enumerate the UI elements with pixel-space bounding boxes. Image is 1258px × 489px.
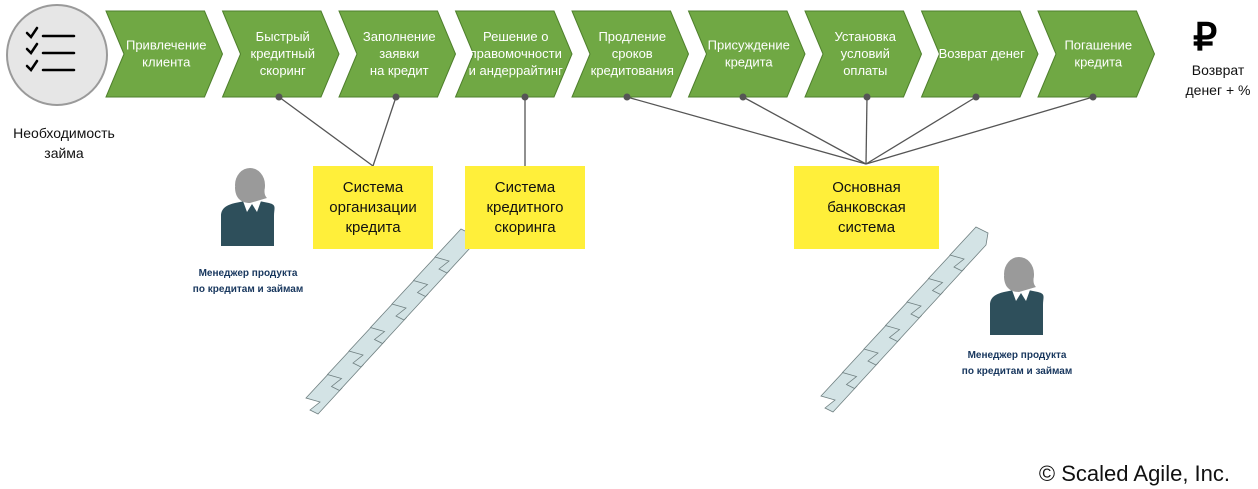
step-label: Погашение	[1064, 38, 1132, 53]
connector-line	[372, 96, 397, 167]
system-box-line: Основная	[832, 178, 901, 196]
value-stream-steps: Привлечение клиента Быстрый кредитный скорин…	[105, 10, 1156, 98]
system-box-line: Система	[342, 178, 404, 196]
connector-line	[865, 96, 1094, 165]
manager-label-line: по кредитам и займам	[192, 284, 304, 295]
connector-dot	[972, 93, 980, 101]
step-label: на кредит	[370, 63, 429, 78]
system-box-line: банковская	[827, 198, 906, 216]
connector-dot	[739, 93, 747, 101]
step-label: правомочности	[470, 46, 562, 61]
value-stream-step: Быстрый кредитный скоринг	[221, 10, 340, 98]
person-icon	[221, 168, 275, 246]
system-box-line: кредита	[345, 218, 401, 236]
step-label: кредитный	[251, 46, 315, 61]
step-label: кредита	[1074, 55, 1123, 70]
copyright-notice: © Scaled Agile, Inc.	[1038, 461, 1230, 486]
money-return-line: Возврат	[1191, 62, 1245, 78]
connector-dot	[521, 93, 529, 101]
connector-dot	[863, 93, 871, 101]
connector-line	[865, 96, 977, 165]
value-stream-step: Присуждение кредита	[687, 10, 806, 98]
need-loan-line: займа	[44, 145, 84, 161]
backlog-item	[434, 228, 474, 274]
value-stream-step: Погашение кредита	[1037, 10, 1156, 98]
system-box-core-banking: Основная банковская система	[794, 166, 939, 249]
checklist-icon	[6, 4, 108, 106]
value-stream-step: Возврат денег	[920, 10, 1039, 98]
value-stream-step: Продление сроков кредитования	[571, 10, 690, 98]
step-label: Установка	[835, 29, 897, 44]
manager-label-line: Менеджер продукта	[198, 268, 298, 279]
system-box-credit-scoring: Система кредитного скоринга	[465, 166, 585, 249]
manager-label-left: Менеджер продукта по кредитам и займам	[170, 266, 326, 298]
step-label: Заполнение	[363, 29, 436, 44]
connector-dot	[1089, 93, 1097, 101]
step-label: заявки	[379, 46, 419, 61]
system-box-line: система	[837, 218, 896, 236]
step-label: Возврат денег	[939, 46, 1026, 61]
step-label: Продление	[598, 29, 666, 44]
manager-label-line: по кредитам и займам	[961, 366, 1073, 377]
connector-dot	[275, 93, 283, 101]
connector-dot	[392, 93, 400, 101]
connector-line	[865, 96, 868, 165]
backlog-item	[949, 226, 989, 272]
system-box-loan-origination: Система организации кредита	[313, 166, 433, 249]
connector-line	[626, 96, 867, 165]
value-stream-step: Установка условий оплаты	[804, 10, 923, 98]
system-box-line: скоринга	[494, 218, 556, 236]
step-label: Решение о	[483, 29, 549, 44]
connector-lines	[278, 96, 1094, 167]
system-box-line: Система	[494, 178, 556, 196]
system-box-line: кредитного	[486, 198, 564, 216]
money-return-label: Возврат денег + %	[1178, 60, 1258, 100]
step-label: сроков	[612, 46, 653, 61]
need-loan-line: Необходимость	[13, 125, 115, 141]
backlog-stack-left	[305, 228, 474, 415]
connector-line	[742, 96, 867, 165]
value-stream-step: Решение о правомочности и андеррайтинг	[454, 10, 573, 98]
manager-label-right: Менеджер продукта по кредитам и займам	[939, 348, 1095, 380]
step-label: Привлечение	[126, 38, 207, 53]
step-label: клиента	[142, 55, 191, 70]
manager-label-line: Менеджер продукта	[967, 350, 1067, 361]
system-box-line: организации	[329, 198, 417, 216]
step-label: Быстрый	[256, 29, 310, 44]
step-label: условий	[841, 46, 890, 61]
connector-dot	[623, 93, 631, 101]
need-loan-label: Необходимость займа	[0, 123, 128, 163]
value-stream-step: Заполнение заявки на кредит	[338, 10, 457, 98]
step-label: оплаты	[843, 63, 887, 78]
step-label: кредита	[725, 55, 774, 70]
step-label: кредитования	[591, 63, 674, 78]
step-label: Присуждение	[708, 38, 790, 53]
value-stream-step: Привлечение клиента	[105, 10, 224, 98]
connector-dots	[275, 93, 1097, 101]
backlog-stack-right	[820, 226, 989, 413]
step-label: скоринг	[260, 63, 306, 78]
person-icon	[990, 257, 1044, 335]
step-label: и андеррайтинг	[469, 63, 563, 78]
ruble-icon: ₽	[1193, 17, 1218, 59]
money-return-line: денег + %	[1185, 82, 1251, 98]
connector-line	[278, 96, 374, 167]
